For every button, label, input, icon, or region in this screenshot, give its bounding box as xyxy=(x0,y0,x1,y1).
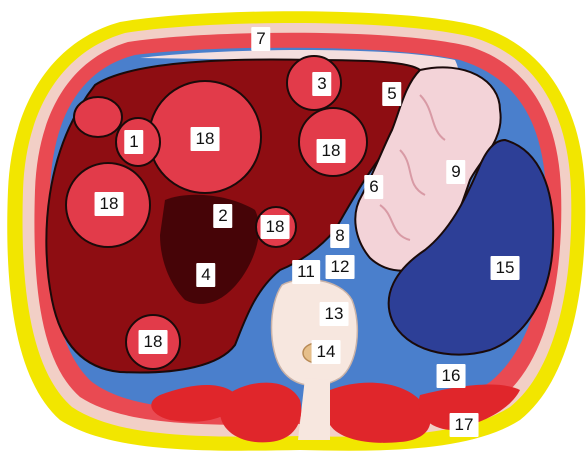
label-18-upper: 18 xyxy=(191,127,220,151)
label-14: 14 xyxy=(312,340,341,364)
label-5: 5 xyxy=(382,82,401,106)
label-18-left: 18 xyxy=(95,192,124,216)
label-13: 13 xyxy=(320,302,349,326)
label-11: 11 xyxy=(292,260,320,284)
label-1: 1 xyxy=(124,130,143,154)
label-4: 4 xyxy=(196,263,215,287)
label-18-lower: 18 xyxy=(139,330,168,354)
vertebral-body xyxy=(272,280,358,386)
label-9: 9 xyxy=(446,160,465,184)
label-18-right: 18 xyxy=(317,139,346,163)
lesion-edge-top-left xyxy=(74,97,122,137)
label-3: 3 xyxy=(312,72,331,96)
label-2: 2 xyxy=(213,204,232,228)
label-16: 16 xyxy=(437,364,466,388)
label-7: 7 xyxy=(251,27,270,51)
label-12: 12 xyxy=(326,255,355,279)
label-8: 8 xyxy=(330,224,349,248)
label-18-center: 18 xyxy=(261,215,290,239)
label-6: 6 xyxy=(364,175,383,199)
label-15: 15 xyxy=(491,256,520,280)
label-17: 17 xyxy=(450,413,479,437)
